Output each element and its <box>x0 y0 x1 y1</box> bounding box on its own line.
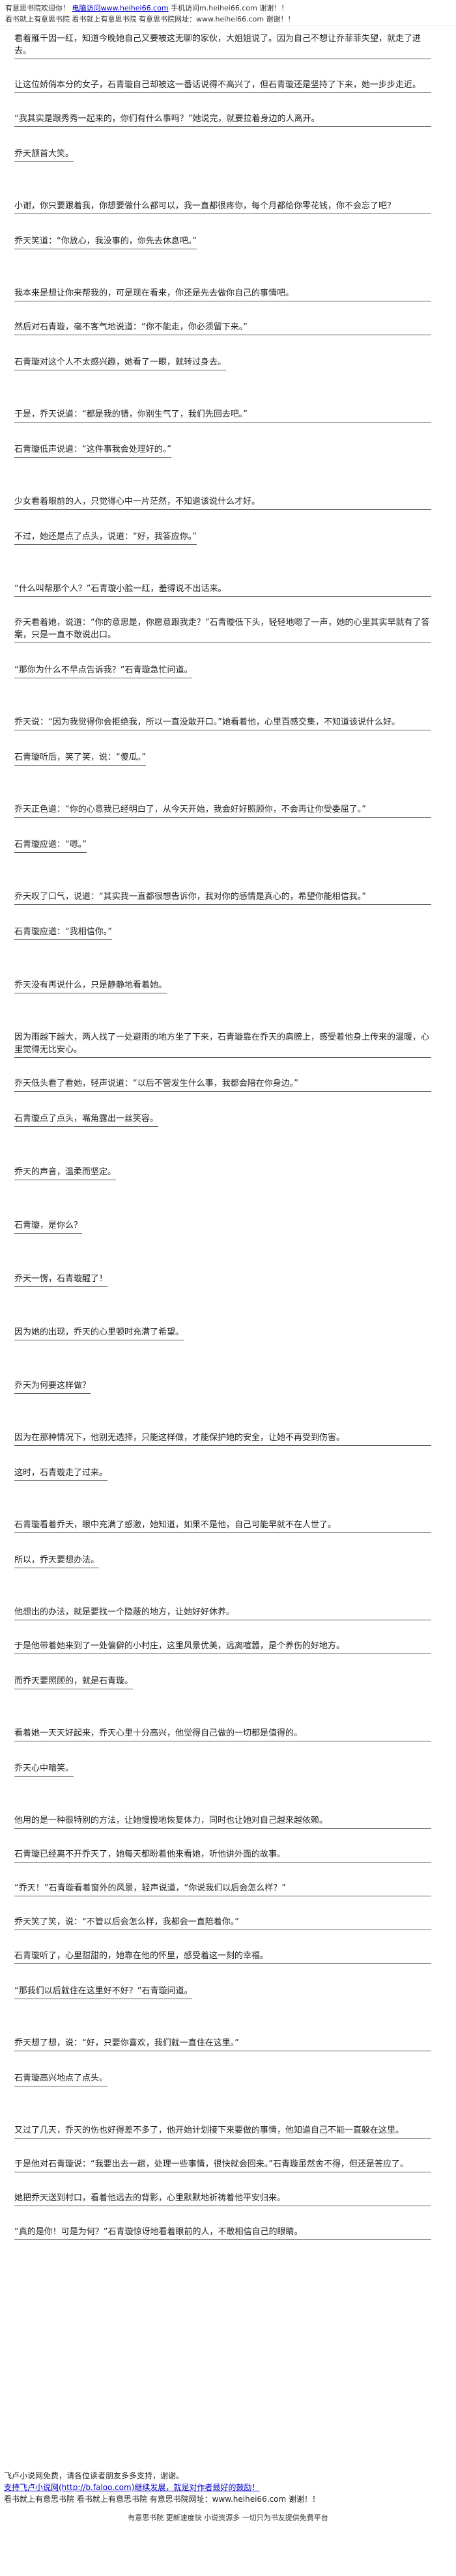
paragraph: 石青璇听了，心里甜甜的，她靠在他的怀里，感受着这一刻的幸福。 <box>14 1950 431 1964</box>
footer-site-link[interactable]: 支持飞卢小说网(http://b.faloo.com)继续发展，就是对作者最好的… <box>4 2483 260 2492</box>
paragraph: “什么叫帮那个人？”石青璇小脸一红，羞得说不出话来。 <box>14 583 431 597</box>
paragraph: 因为在那种情况下，他别无选择，只能这样做，才能保护她的安全，让她不再受到伤害。 <box>14 1432 431 1446</box>
banner-line-1: 有意思书院欢迎你！ 电脑访问www.heihei66.com 手机访问m.hei… <box>5 3 451 14</box>
paragraph: “那你为什么不早点告诉我？”石青璇急忙问道。 <box>14 664 193 678</box>
paragraph: 乔天看着她，说道：“你的意思是，你愿意跟我走？”石青璇低下头，轻轻地嗯了一声，她… <box>14 616 431 643</box>
footer-line-4: 有意思书院 更新速度快 小说资源多 一切只为书友提供免费平台 <box>128 2514 328 2522</box>
paragraph: “乔天！”石青璇看着窗外的风景，轻声说道，“你说我们以后会怎么样？” <box>14 1882 431 1896</box>
site-banner: 有意思书院欢迎你！ 电脑访问www.heihei66.com 手机访问m.hei… <box>0 0 456 26</box>
paragraph: 所以，乔天要想办法。 <box>14 1554 100 1568</box>
paragraph: 乔天笑道：“你放心，我没事的，你先去休息吧。” <box>14 235 197 249</box>
paragraph: 因为雨越下越大，两人找了一处避雨的地方坐了下来，石青璇靠在乔天的肩膀上，感受着他… <box>14 1031 431 1058</box>
paragraph: 石青璇应道：“嗯。” <box>14 838 87 853</box>
paragraph: 不过，她还是点了点头，说道：“好，我答应你。” <box>14 531 197 545</box>
paragraph: 又过了几天，乔天的伤也好得差不多了，他开始计划接下来要做的事情，他知道自己不能一… <box>14 2124 431 2139</box>
paragraph: 石青璇高兴地点了点头。 <box>14 2072 108 2086</box>
paragraph: 她把乔天送到村口，看着他远去的背影，心里默默地祈祷着他平安归来。 <box>14 2192 431 2206</box>
paragraph: 石青璇已经离不开乔天了，她每天都盼着他来看她，听他讲外面的故事。 <box>14 1848 431 1863</box>
paragraph: 石青璇点了点头，嘴角露出一丝笑容。 <box>14 1113 159 1127</box>
paragraph: 少女看着眼前的人，只觉得心中一片茫然，不知道该说什么才好。 <box>14 495 431 510</box>
paragraph: 看着雁千因一红，知道今晚她自己又要被这无聊的家伙，大姐姐说了。因为自己不想让乔菲… <box>14 33 431 59</box>
banner-line-2: 看书就上有意思书院 看书就上有意思书院 有意思书院网址：www.heihei66… <box>5 15 295 23</box>
paragraph: 石青璇听后，笑了笑，说：“傻瓜。” <box>14 751 146 766</box>
paragraph: 乔天低头看了看她，轻声说道：“以后不管发生什么事，我都会陪在你身边。” <box>14 1077 431 1092</box>
paragraph: “真的是你！可是为何？”石青璇惊讶地看着眼前的人，不敢相信自己的眼睛。 <box>14 2226 431 2240</box>
paragraph: 这时，石青璇走了过来。 <box>14 1467 108 1481</box>
paragraph: 乔天说：“因为我觉得你会拒绝我，所以一直没敢开口。”她看着他，心里百感交集，不知… <box>14 716 431 730</box>
paragraph: 让这位娇俏本分的女子，石青璇自己却被这一番话说得不高兴了，但石青璇还是坚持了下来… <box>14 79 431 93</box>
paragraph: 我本来是想让你来帮我的，可是现在看来，你还是先去做你自己的事情吧。 <box>14 287 431 301</box>
paragraph: 于是他对石青璇说：“我要出去一趟，处理一些事情，很快就会回来。”石青璇虽然舍不得… <box>14 2158 431 2172</box>
banner-welcome: 有意思书院欢迎你！ <box>5 4 70 12</box>
paragraph: 于是他带着她来到了一处偏僻的小村庄，这里风景优美，远离喧嚣，是个养伤的好地方。 <box>14 1640 431 1654</box>
paragraph: 乔天没有再说什么，只是静静地看着她。 <box>14 979 167 993</box>
chapter-body: 看着雁千因一红，知道今晚她自己又要被这无聊的家伙，大姐姐说了。因为自己不想让乔菲… <box>0 26 431 2240</box>
paragraph: 乔天的声音，温柔而坚定。 <box>14 1166 117 1180</box>
paragraph: “那我们以后就住在这里好不好？”石青璇问道。 <box>14 1985 193 1999</box>
paragraph: 乔天正色道：“你的心意我已经明白了，从今天开始，我会好好照顾你，不会再让你受委屈… <box>14 803 431 818</box>
paragraph: 石青璇，是你么？ <box>14 1219 83 1234</box>
paragraph: 乔天叹了口气，说道：“其实我一直都很想告诉你，我对你的感情是真心的，希望你能相信… <box>14 891 431 905</box>
paragraph: “我其实是跟秀秀一起来的，你们有什么事吗？”她说完，就要拉着身边的人离开。 <box>14 113 431 127</box>
paragraph: 于是，乔天说道：“都是我的错，你别生气了，我们先回去吧。” <box>14 408 431 422</box>
paragraph: 石青璇低声说道：“这件事我会处理好的。” <box>14 443 171 458</box>
paragraph: 他用的是一种很特别的方法，让她慢慢地恢复体力，同时也让她对自己越来越依赖。 <box>14 1814 431 1829</box>
paragraph: 乔天想了想，说：“好，只要你喜欢，我们就一直住在这里。” <box>14 2037 431 2051</box>
footer-line-1: 飞卢小说网免费，请各位读者朋友多多支持，谢谢。 <box>4 2471 184 2480</box>
paragraph: 石青璇对这个人不太感兴趣，她看了一眼，就转过身去。 <box>14 356 227 370</box>
paragraph: 因为她的出现，乔天的心里顿时充满了希望。 <box>14 1326 184 1340</box>
paragraph: 他想出的办法，就是要找一个隐蔽的地方，让她好好休养。 <box>14 1606 431 1620</box>
paragraph: 石青璇看着乔天，眼中充满了感激，她知道，如果不是他，自己可能早就不在人世了。 <box>14 1519 431 1533</box>
paragraph: 看着她一天天好起来，乔天心里十分高兴，他觉得自己做的一切都是值得的。 <box>14 1727 431 1741</box>
paragraph: 然后对石青璇，毫不客气地说道：“你不能走，你必须留下来。” <box>14 321 431 335</box>
paragraph: 乔天为何要这样做？ <box>14 1379 91 1394</box>
paragraph: 乔天一愣，石青璇醒了！ <box>14 1273 108 1287</box>
page-footer: 飞卢小说网免费，请各位读者朋友多多支持，谢谢。 支持飞卢小说网(http://b… <box>0 2470 456 2530</box>
paragraph: 小谢，你只要跟着我，你想要做什么都可以，我一直都很疼你，每个月都给你零花钱，你不… <box>14 200 431 214</box>
paragraph: 乔天颔首大笑。 <box>14 148 74 162</box>
paragraph: 而乔天要照顾的，就是石青璇。 <box>14 1675 134 1689</box>
paragraph: 乔天心中暗笑。 <box>14 1762 74 1777</box>
paragraph: 乔天笑了笑，说：“不管以后会怎么样，我都会一直陪着你。” <box>14 1916 431 1930</box>
paragraph: 石青璇应道：“我相信你。” <box>14 926 112 940</box>
footer-line-3: 看书就上有意思书院 看书就上有意思书院 有意思书院网址：www.heihei66… <box>4 2495 320 2504</box>
banner-mobile: 手机访问m.heihei66.com 谢谢！！ <box>171 4 289 12</box>
banner-desktop-link[interactable]: 电脑访问www.heihei66.com <box>72 4 169 12</box>
